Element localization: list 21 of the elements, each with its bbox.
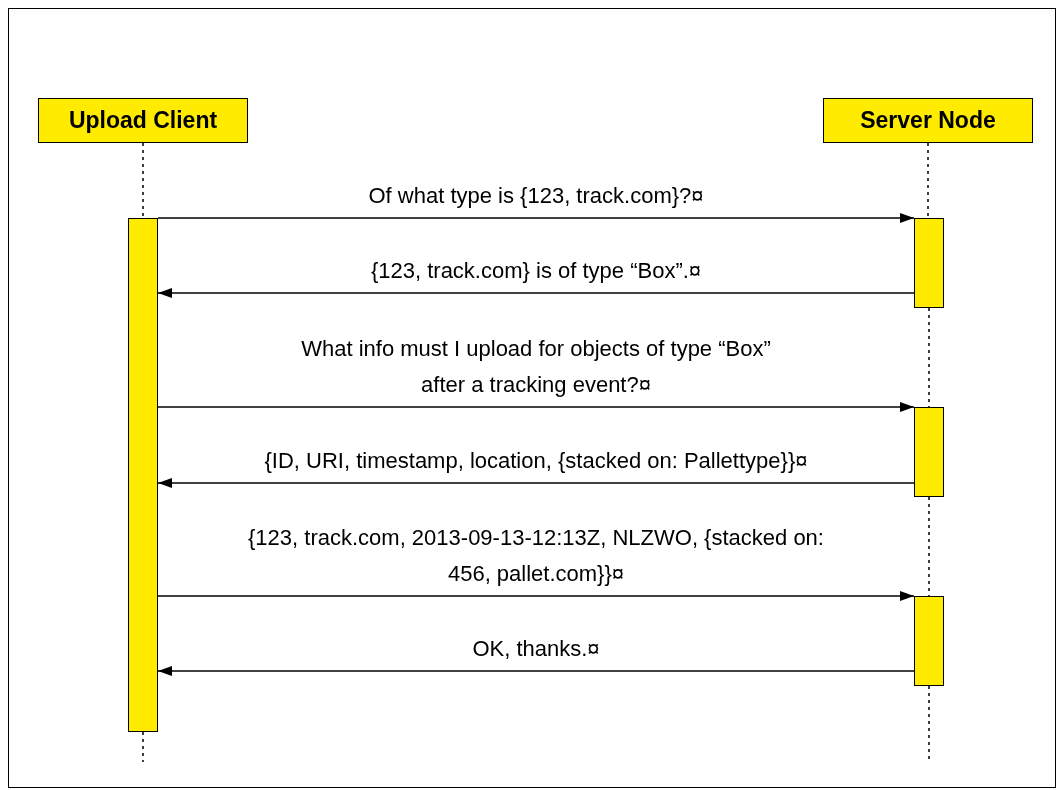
participant-box: Upload Client: [38, 98, 248, 143]
activation-bar: [914, 596, 944, 686]
message-label: {ID, URI, timestamp, location, {stacked on: Pallettype}}¤: [264, 447, 808, 475]
message-label: {123, track.com} is of type “Box”.¤: [370, 257, 702, 285]
message-arrow: [157, 666, 915, 676]
activation-bar: [914, 218, 944, 308]
participant-box: Server Node: [823, 98, 1033, 143]
lifeline: [142, 142, 144, 219]
message-label: What info must I upload for objects of type “Box” after a tracking event?¤: [301, 335, 771, 399]
message-arrow: [157, 213, 915, 223]
message-label: Of what type is {123, track.com}?¤: [368, 182, 704, 210]
message-arrow: [157, 288, 915, 298]
lifeline: [927, 142, 929, 219]
message-arrow: [157, 478, 915, 488]
activation-bar: [128, 218, 158, 732]
message-arrow: [157, 402, 915, 412]
message-label: OK, thanks.¤: [472, 635, 600, 663]
activation-bar: [914, 407, 944, 497]
lifeline: [142, 731, 144, 763]
message-arrow: [157, 591, 915, 601]
message-label: {123, track.com, 2013-09-13-12:13Z, NLZWO, {stacked on: 456, pallet.com}}¤: [247, 524, 825, 588]
